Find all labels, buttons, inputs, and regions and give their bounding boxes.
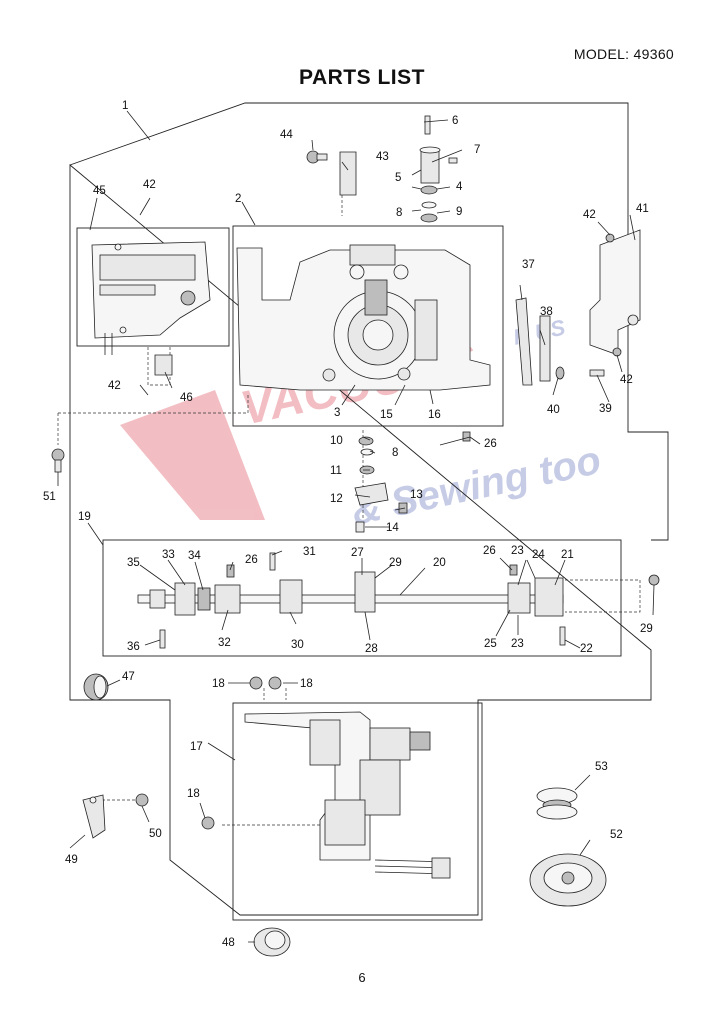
box-45 xyxy=(76,227,230,347)
part-51-screw xyxy=(51,448,65,473)
callout-51: 51 xyxy=(43,491,56,503)
callout-11: 11 xyxy=(330,465,342,477)
callout-39: 39 xyxy=(599,403,612,415)
model-number: MODEL: 49360 xyxy=(573,46,674,62)
callout-32: 32 xyxy=(218,637,231,649)
callout-18b: 18 xyxy=(300,678,313,690)
callout-18c: 18 xyxy=(187,788,200,800)
callout-25: 25 xyxy=(484,638,497,650)
part-2-frame xyxy=(236,244,491,391)
callout-13: 13 xyxy=(410,489,423,501)
callout-3: 3 xyxy=(334,407,340,419)
callout-20: 20 xyxy=(433,557,446,569)
part-5-holder xyxy=(419,115,458,223)
callout-48: 48 xyxy=(222,937,235,949)
callout-26b: 26 xyxy=(245,554,258,566)
callout-5: 5 xyxy=(395,172,401,184)
callout-45: 45 xyxy=(93,185,106,197)
box-17 xyxy=(232,702,483,921)
callout-14: 14 xyxy=(386,522,399,534)
part-46-bracket xyxy=(154,354,173,376)
callout-42d: 42 xyxy=(620,374,633,386)
callout-40: 40 xyxy=(547,404,560,416)
callout-23b: 23 xyxy=(511,638,524,650)
callout-36: 36 xyxy=(127,641,140,653)
callout-42a: 42 xyxy=(143,179,156,191)
callout-52: 52 xyxy=(610,829,623,841)
part-53-bobbin xyxy=(536,787,578,820)
callout-26c: 26 xyxy=(483,545,496,557)
callout-29b: 29 xyxy=(640,623,653,635)
callout-42b: 42 xyxy=(108,380,121,392)
callout-6: 6 xyxy=(452,115,458,127)
callout-28: 28 xyxy=(365,643,378,655)
callout-1: 1 xyxy=(122,100,128,112)
page-number: 6 xyxy=(358,970,366,985)
callout-42c: 42 xyxy=(583,209,596,221)
main-frame-outline xyxy=(69,102,669,916)
part-20-shaft xyxy=(137,552,660,649)
part-38-40-pin xyxy=(539,315,605,382)
callout-23a: 23 xyxy=(511,545,524,557)
callout-30: 30 xyxy=(291,639,304,651)
callout-24: 24 xyxy=(532,549,545,561)
part-47-knob xyxy=(83,673,109,701)
part-50-screw xyxy=(135,793,149,807)
callout-22: 22 xyxy=(580,643,593,655)
callout-49: 49 xyxy=(65,854,78,866)
callout-7: 7 xyxy=(474,144,480,156)
part-37-lever xyxy=(515,297,533,386)
callout-18a: 18 xyxy=(212,678,225,690)
callout-35: 35 xyxy=(127,557,140,569)
callout-34: 34 xyxy=(188,550,201,562)
callout-4: 4 xyxy=(456,181,463,193)
callout-8: 8 xyxy=(396,207,402,219)
callout-46: 46 xyxy=(180,392,193,404)
callout-38: 38 xyxy=(540,306,553,318)
callout-26a: 26 xyxy=(484,438,497,450)
part-17-assembly xyxy=(244,711,451,879)
part-18-screws xyxy=(201,676,282,830)
callout-10: 10 xyxy=(330,435,343,447)
part-45-plate xyxy=(91,241,211,355)
callout-43: 43 xyxy=(376,151,389,163)
callout-27: 27 xyxy=(351,547,364,559)
part-48-dial xyxy=(253,927,291,957)
part-49-link xyxy=(82,794,106,839)
part-43-bracket xyxy=(339,151,357,196)
callout-44: 44 xyxy=(280,129,293,141)
callout-2: 2 xyxy=(235,193,241,205)
page-title: PARTS LIST xyxy=(299,66,425,89)
callout-50: 50 xyxy=(149,828,162,840)
callout-31: 31 xyxy=(303,546,316,558)
callout-41: 41 xyxy=(636,203,649,215)
callout-19: 19 xyxy=(78,511,91,523)
callout-37: 37 xyxy=(522,259,535,271)
box-19 xyxy=(102,539,622,657)
callout-53: 53 xyxy=(595,761,608,773)
part-52-bobbin-case xyxy=(529,853,607,907)
leader-lines xyxy=(57,110,655,943)
callout-21: 21 xyxy=(561,549,574,561)
callout-29a: 29 xyxy=(389,557,402,569)
callout-16: 16 xyxy=(428,409,441,421)
part-41-plate xyxy=(589,229,641,357)
callout-12: 12 xyxy=(330,493,343,505)
callout-9: 9 xyxy=(456,206,462,218)
svg-text:& Sewing too: & Sewing too xyxy=(348,438,605,534)
callout-47: 47 xyxy=(122,671,135,683)
callout-8b: 8 xyxy=(392,447,398,459)
callout-15: 15 xyxy=(380,409,393,421)
callout-17: 17 xyxy=(190,741,203,753)
part-44-screw xyxy=(306,150,328,164)
callout-33: 33 xyxy=(162,549,175,561)
box-2 xyxy=(232,225,504,427)
